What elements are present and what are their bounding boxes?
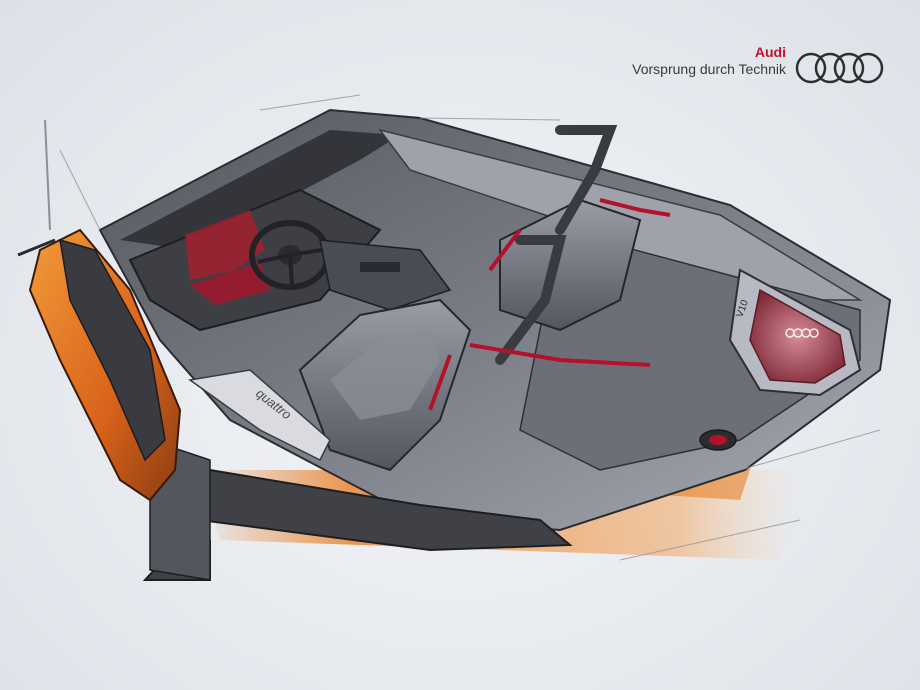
center-console — [319, 239, 452, 311]
engine-cover: V10 — [728, 268, 862, 397]
four-rings-logo-icon — [795, 52, 884, 84]
fuel-cap — [699, 429, 737, 451]
seat-belts — [428, 198, 671, 411]
engine-rings-badge — [785, 328, 819, 338]
brand-slogan: Vorsprung durch Technik — [632, 61, 786, 77]
brand-name: Audi — [754, 44, 786, 60]
sketch-construction-lines — [59, 94, 881, 561]
open-door — [17, 119, 182, 502]
brand-text: Audi Vorsprung durch Technik — [632, 44, 786, 78]
roll-hoops — [495, 125, 618, 365]
brand-lockup: Audi Vorsprung durch Technik — [632, 44, 886, 88]
driver-seat — [298, 298, 472, 472]
